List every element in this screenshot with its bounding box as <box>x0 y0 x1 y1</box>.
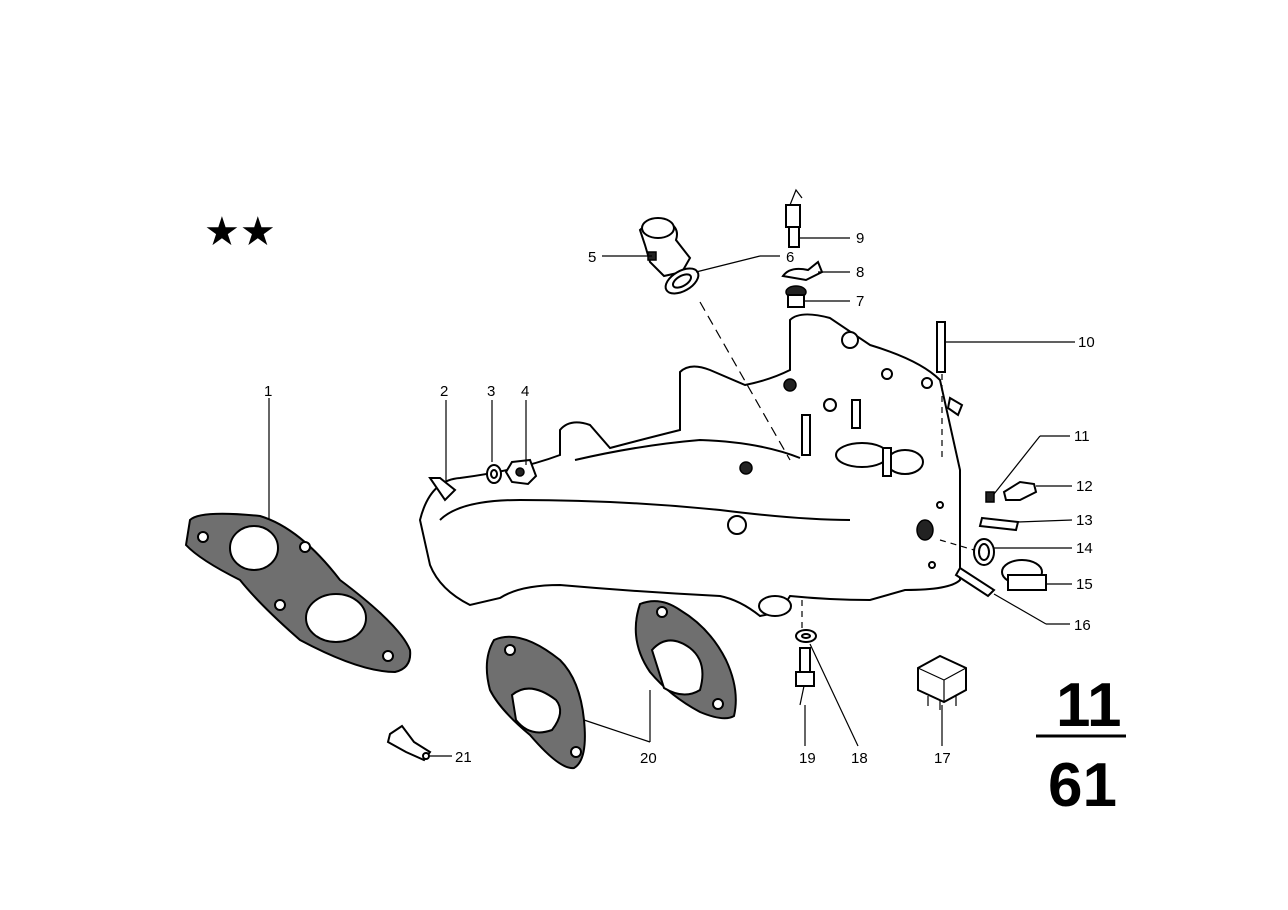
callout-7: 7 <box>856 293 864 310</box>
callout-14: 14 <box>1076 540 1093 557</box>
leader-lines <box>268 237 1075 757</box>
callout-10: 10 <box>1078 334 1095 351</box>
group-code-bottom: 61 <box>1048 751 1117 820</box>
gasket-6-part <box>664 267 700 295</box>
sensor-9-part <box>785 188 803 248</box>
gasket-20-part <box>485 600 737 770</box>
stars-marker: ★★ <box>204 209 276 255</box>
stud-10-part <box>936 321 946 373</box>
sealing-ring-14-part <box>973 538 995 566</box>
callout-4: 4 <box>521 383 529 400</box>
screw-11-part <box>985 491 995 503</box>
callout-8: 8 <box>856 264 864 281</box>
callout-5: 5 <box>588 249 596 266</box>
callout-2: 2 <box>440 383 448 400</box>
group-code-top: 11 <box>1056 671 1122 740</box>
callout-9: 9 <box>856 230 864 247</box>
washer-3-part <box>486 464 502 484</box>
callout-labels: 1 2 3 4 5 6 7 8 9 10 11 12 13 14 15 16 1… <box>264 230 1095 767</box>
callout-18: 18 <box>851 750 868 767</box>
callout-11: 11 <box>1074 428 1090 445</box>
plug-15-part <box>1001 559 1047 591</box>
fitting-5-part <box>638 217 692 278</box>
callout-6: 6 <box>786 249 794 266</box>
callout-20: 20 <box>640 750 657 767</box>
callout-1: 1 <box>264 383 272 400</box>
callout-3: 3 <box>487 383 495 400</box>
bracket-21-part <box>386 724 432 762</box>
callout-13: 13 <box>1076 512 1093 529</box>
intake-manifold-part <box>418 313 964 618</box>
group-code: 11 61 <box>1036 671 1126 820</box>
sensor-19-part <box>795 647 815 706</box>
fitting-12-part <box>1002 480 1038 501</box>
plug-7-part <box>785 285 807 308</box>
stud-16-part <box>954 566 996 598</box>
callout-21: 21 <box>455 749 472 766</box>
stud-13-part <box>978 516 1020 532</box>
gasket-large-part <box>184 512 412 674</box>
callout-19: 19 <box>799 750 816 767</box>
callout-15: 15 <box>1076 576 1093 593</box>
callout-16: 16 <box>1074 617 1091 634</box>
clip-8-part <box>781 260 824 282</box>
washer-18-part <box>795 629 817 643</box>
relay-17-part <box>917 654 967 710</box>
callout-12: 12 <box>1076 478 1093 495</box>
callout-17: 17 <box>934 750 951 767</box>
nut-4-part <box>504 458 538 486</box>
